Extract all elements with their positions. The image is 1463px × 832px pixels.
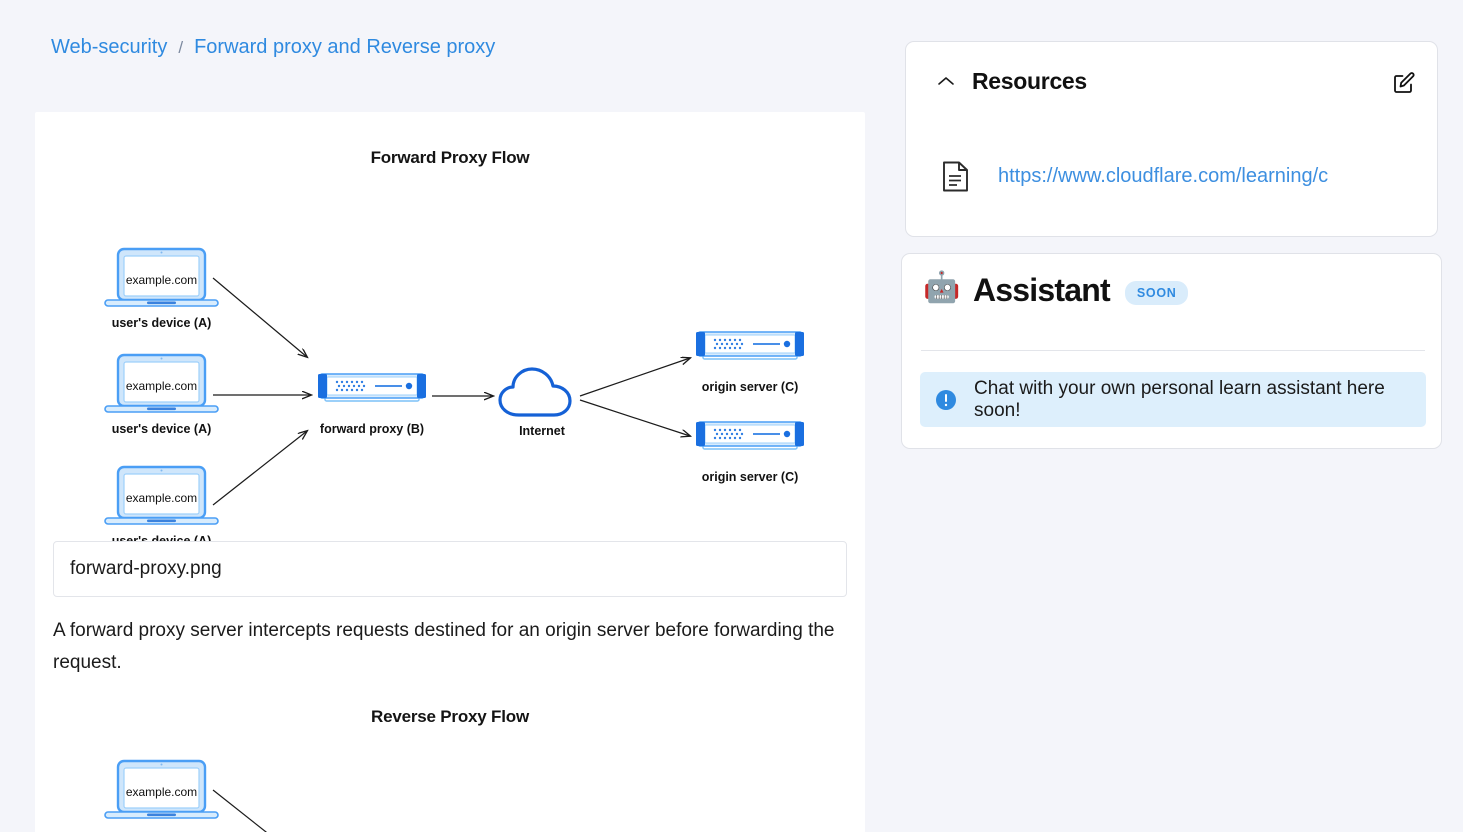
resources-header: Resources bbox=[906, 42, 1437, 120]
server-icon bbox=[318, 373, 426, 402]
laptop-screen-text: example.com bbox=[125, 785, 198, 799]
info-exclamation-icon bbox=[935, 389, 957, 411]
laptop-screen-text: example.com bbox=[125, 273, 198, 287]
forward-flow-title: Forward Proxy Flow bbox=[370, 148, 530, 167]
assistant-header: 🤖 Assistant SOON bbox=[902, 254, 1443, 326]
assistant-title: Assistant bbox=[973, 271, 1111, 308]
node-label: origin server (C) bbox=[701, 380, 799, 394]
main-content-column: Web-security / Forward proxy and Reverse… bbox=[35, 36, 865, 832]
diagram-node-internet-cloud: Internet bbox=[497, 366, 587, 438]
breadcrumb: Web-security / Forward proxy and Reverse… bbox=[51, 36, 495, 59]
laptop-screen-text: example.com bbox=[125, 379, 198, 393]
right-sidebar: Resources bbox=[880, 0, 1463, 832]
diagram-node-origin-server-1: origin server (C) bbox=[695, 330, 805, 394]
server-icon bbox=[696, 421, 804, 450]
node-label: forward proxy (B) bbox=[319, 422, 425, 436]
resources-panel: Resources bbox=[905, 41, 1438, 237]
laptop-icon bbox=[104, 353, 219, 413]
assistant-info-alert: Chat with your own personal learn assist… bbox=[920, 372, 1426, 427]
assistant-alert-text: Chat with your own personal learn assist… bbox=[974, 377, 1385, 421]
diagram-node-forward-proxy: forward proxy (B) bbox=[317, 372, 427, 436]
resource-list-item[interactable]: https://www.cloudflare.com/learning/c bbox=[906, 147, 1437, 205]
body-paragraph: A forward proxy server intercepts reques… bbox=[53, 620, 835, 673]
chevron-up-icon[interactable] bbox=[937, 72, 955, 90]
robot-icon: 🤖 bbox=[923, 271, 961, 304]
edit-pencil-square-icon[interactable] bbox=[1391, 70, 1417, 96]
laptop-icon bbox=[104, 465, 219, 525]
diagram-node-user-device-3: example.com user's device (A) bbox=[103, 465, 220, 548]
status-badge: SOON bbox=[1124, 281, 1189, 305]
breadcrumb-current-link[interactable]: Forward proxy and Reverse proxy bbox=[194, 36, 496, 58]
breadcrumb-parent-link[interactable]: Web-security bbox=[51, 36, 168, 58]
resource-url-link[interactable]: https://www.cloudflare.com/learning/c bbox=[998, 164, 1329, 187]
node-label: user's device (A) bbox=[111, 422, 212, 436]
reverse-proxy-diagram: example.com bbox=[35, 727, 865, 832]
laptop-screen-text: example.com bbox=[125, 491, 198, 505]
node-label: user's device (A) bbox=[111, 316, 212, 330]
server-icon bbox=[696, 331, 804, 360]
cloud-icon bbox=[498, 367, 572, 417]
divider bbox=[921, 350, 1425, 351]
laptop-icon bbox=[104, 759, 219, 819]
diagram-node-origin-server-2: origin server (C) bbox=[695, 420, 805, 484]
assistant-panel: 🤖 Assistant SOON Chat with your own pers… bbox=[901, 253, 1442, 449]
forward-proxy-diagram: example.com user's device (A) example.co… bbox=[35, 168, 865, 548]
image-caption-text: forward-proxy.png bbox=[70, 558, 222, 579]
reverse-flow-title: Reverse Proxy Flow bbox=[371, 707, 529, 726]
diagram-arrows bbox=[212, 277, 865, 506]
diagram-node-user-device-1: example.com bbox=[103, 759, 220, 822]
breadcrumb-separator: / bbox=[178, 37, 184, 57]
image-caption-field[interactable]: forward-proxy.png bbox=[53, 541, 847, 597]
document-card: Forward Proxy Flow bbox=[35, 112, 865, 832]
node-label: origin server (C) bbox=[701, 470, 799, 484]
resources-title: Resources bbox=[972, 67, 1087, 94]
node-label: Internet bbox=[519, 424, 565, 438]
diagram-node-user-device-2: example.com user's device (A) bbox=[103, 353, 220, 436]
diagram-node-user-device-1: example.com user's device (A) bbox=[103, 247, 220, 330]
diagram-arrows bbox=[212, 789, 268, 832]
document-icon bbox=[942, 161, 969, 192]
reverse-proxy-section: Reverse Proxy Flow example.com bbox=[35, 707, 865, 832]
laptop-icon bbox=[104, 247, 219, 307]
